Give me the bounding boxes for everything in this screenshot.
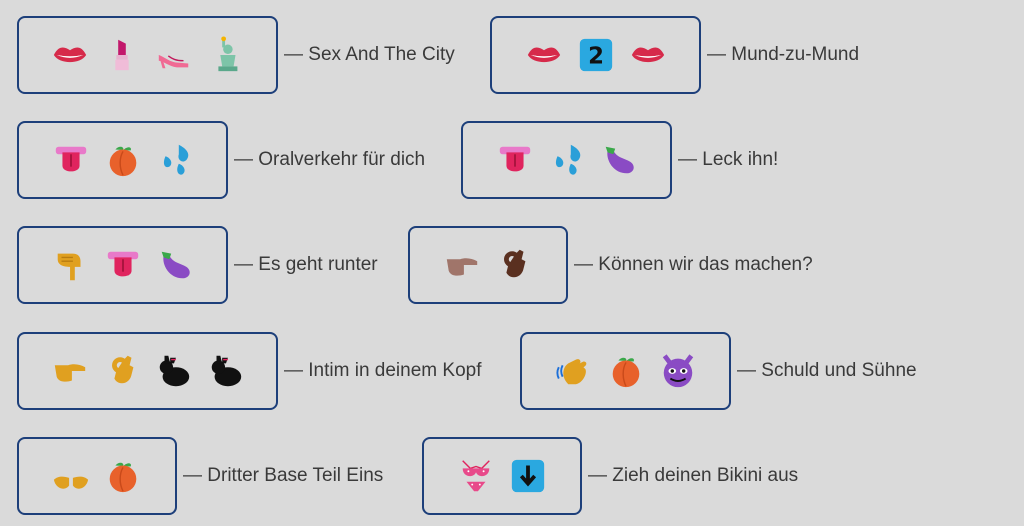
pair-9: — Dritter Base Teil Eins: [17, 437, 383, 515]
caption: — Intim in deinem Kopf: [284, 360, 482, 381]
point-right-icon: [51, 352, 89, 390]
keycap-2-icon: [577, 36, 615, 74]
caption: — Zieh deinen Bikini aus: [588, 465, 799, 486]
emoji-box: [422, 437, 582, 515]
emoji-box: [490, 16, 701, 94]
emoji-box: [17, 332, 278, 410]
row-5: — Dritter Base Teil Eins — Zieh deinen B…: [0, 437, 1024, 515]
row-3: — Es geht runter — Können wir das machen…: [0, 226, 1024, 304]
rabbit-icon: [207, 352, 245, 390]
tongue-icon: [52, 141, 90, 179]
peach-icon: [104, 141, 142, 179]
caption: — Oralverkehr für dich: [234, 149, 426, 170]
emoji-box: [17, 121, 228, 199]
tongue-icon: [496, 141, 534, 179]
peach-icon: [104, 457, 142, 495]
lipstick-icon: [103, 36, 141, 74]
pair-2: — Mund-zu-Mund: [490, 16, 859, 94]
ok-hand-dark-icon: [495, 246, 533, 284]
pair-5: — Es geht runter: [17, 226, 378, 304]
caption: — Leck ihn!: [678, 149, 779, 170]
caption: — Sex And The City: [284, 44, 455, 65]
pair-10: — Zieh deinen Bikini aus: [422, 437, 798, 515]
high-heel-icon: [155, 36, 193, 74]
tongue-icon: [104, 246, 142, 284]
sweat-droplets-icon: [156, 141, 194, 179]
caption: — Dritter Base Teil Eins: [183, 465, 384, 486]
open-hands-icon: [52, 457, 90, 495]
waving-hand-icon: [555, 352, 593, 390]
caption: — Können wir das machen?: [574, 254, 813, 275]
bikini-icon: [457, 457, 495, 495]
pair-3: — Oralverkehr für dich: [17, 121, 425, 199]
point-down-icon: [52, 246, 90, 284]
eggplant-icon: [156, 246, 194, 284]
emoji-box: [17, 16, 278, 94]
pair-8: — Schuld und Sühne: [520, 332, 917, 410]
ok-hand-icon: [103, 352, 141, 390]
peach-icon: [607, 352, 645, 390]
point-right-brown-icon: [443, 246, 481, 284]
caption: — Schuld und Sühne: [737, 360, 917, 381]
statue-of-liberty-icon: [207, 36, 245, 74]
emoji-box: [461, 121, 672, 199]
pair-1: — Sex And The City: [17, 16, 455, 94]
caption: — Mund-zu-Mund: [707, 44, 860, 65]
eggplant-icon: [600, 141, 638, 179]
emoji-box: [520, 332, 731, 410]
lips-icon: [51, 36, 89, 74]
row-1: — Sex And The City — Mund-zu-Mund: [0, 16, 1024, 94]
lips-icon: [525, 36, 563, 74]
down-arrow-icon: [509, 457, 547, 495]
pair-6: — Können wir das machen?: [408, 226, 813, 304]
caption: — Es geht runter: [234, 254, 378, 275]
pair-4: — Leck ihn!: [461, 121, 778, 199]
lips-icon: [629, 36, 667, 74]
pair-7: — Intim in deinem Kopf: [17, 332, 481, 410]
sweat-droplets-icon: [548, 141, 586, 179]
emoji-box: [17, 226, 228, 304]
emoji-box: [408, 226, 568, 304]
row-4: — Intim in deinem Kopf — Schuld und Sühn…: [0, 332, 1024, 410]
row-2: — Oralverkehr für dich — Leck ihn!: [0, 121, 1024, 199]
rabbit-icon: [155, 352, 193, 390]
smiling-imp-icon: [659, 352, 697, 390]
emoji-box: [17, 437, 177, 515]
